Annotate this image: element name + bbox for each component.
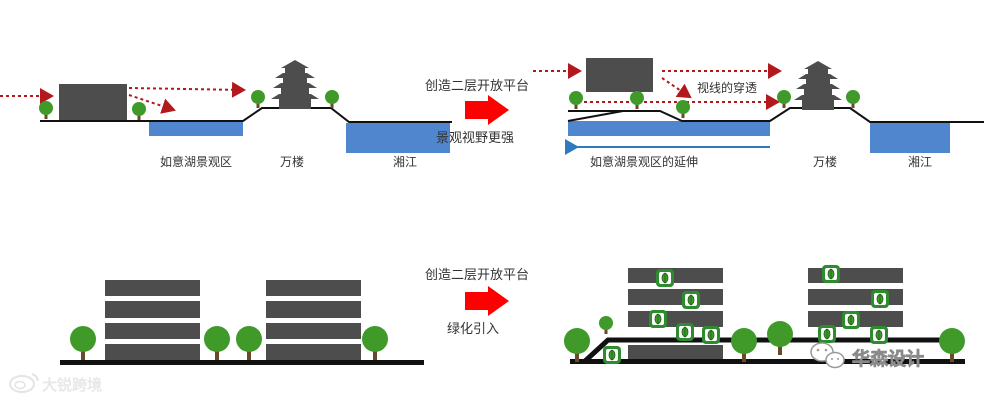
caption-top-1: 创造二层开放平台 [425,79,529,94]
section-after-top: 视线的穿透 如意湖景观区的延伸 万楼 湘江 [533,58,984,169]
arrow-right-icon [465,286,509,316]
lake-water-extended [568,121,770,136]
arrow-right-icon [465,95,509,125]
label-tower: 万楼 [813,154,837,169]
building-stack-right [266,280,361,361]
building-block [586,58,653,92]
label-lake-extension: 如意湖景观区的延伸 [590,154,698,169]
ground-line [570,359,965,364]
label-river: 湘江 [393,154,417,169]
watermark-right: 华森设计 [810,342,924,370]
building-stack-left [628,268,723,359]
lake-water [149,121,243,136]
leaf-icon [648,309,668,329]
section-before-bottom [60,280,424,365]
building-block [59,84,127,120]
weibo-icon [9,373,39,393]
transition-bottom: 创造二层开放平台 绿化引入 [425,268,529,337]
section-after-bottom [564,264,965,365]
label-lake: 如意湖景观区 [160,154,232,169]
leaf-icon [675,322,695,342]
transition-top: 创造二层开放平台 景观视野更强 [425,79,529,146]
leaf-icon [870,289,890,309]
watermark-left: 大锐跨境 [9,373,102,394]
leaf-icon [841,310,861,330]
label-river: 湘江 [908,154,932,169]
wechat-icon [810,342,845,369]
caption-bottom-2: 绿化引入 [447,322,499,337]
leaf-icon [821,264,841,284]
leaf-icon [869,325,889,345]
open-platform [582,337,950,364]
svg-text:华森设计: 华森设计 [852,348,924,370]
section-before-top: 如意湖景观区 万楼 湘江 [0,60,452,169]
leaf-icon [655,268,675,288]
leaf-icon [681,290,701,310]
label-tower: 万楼 [280,154,304,169]
river-water [870,123,950,153]
label-view: 视线的穿透 [697,80,757,95]
leaf-icon [817,324,837,344]
caption-bottom-1: 创造二层开放平台 [425,268,529,283]
svg-text:大锐跨境: 大锐跨境 [42,376,102,394]
leaf-icon [701,325,721,345]
caption-top-2: 景观视野更强 [436,131,514,146]
river-water [346,123,450,153]
ground-line [60,360,424,365]
building-stack-left [105,280,200,361]
leaf-icon [602,345,622,365]
